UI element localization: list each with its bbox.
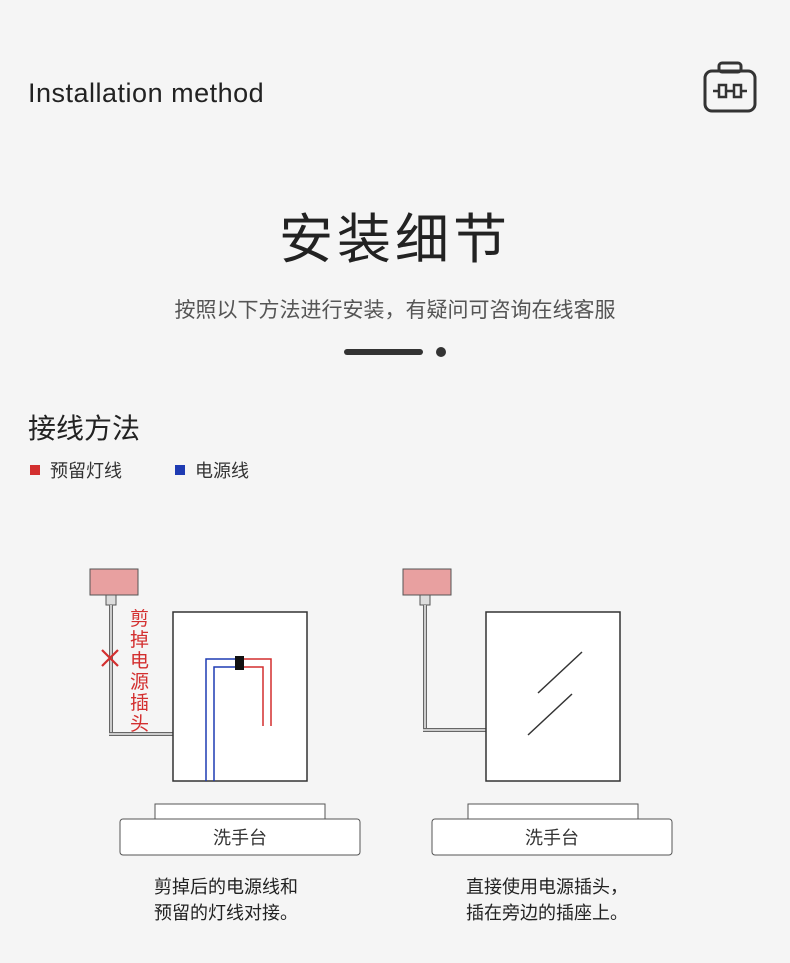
sink-label: 洗手台	[525, 828, 579, 849]
annotation-char: 源	[130, 671, 149, 693]
legend-label: 电源线	[195, 461, 249, 482]
sink-top	[467, 803, 639, 821]
sink-counter	[431, 818, 673, 856]
title-divider	[344, 347, 446, 357]
caption-line: 剪掉后的电源线和	[154, 877, 298, 898]
cut-mark-icon	[101, 649, 119, 667]
left-diagram: 剪 掉 电 源 插 头 洗手台	[89, 568, 361, 856]
mirror-reflection	[537, 651, 583, 694]
caption-right: 直接使用电源插头， 插在旁边的插座上。	[466, 875, 726, 927]
caption-line: 插在旁边的插座上。	[466, 903, 628, 924]
power-wire	[205, 658, 238, 781]
mirror	[485, 611, 621, 782]
header-title: Installation method	[28, 78, 265, 108]
sink-counter	[119, 818, 361, 856]
annotation-char: 头	[130, 713, 149, 735]
toolbox-icon	[703, 61, 757, 113]
caption-line: 预留的灯线对接。	[154, 903, 298, 924]
legend-swatch-red	[30, 465, 40, 475]
wall-socket	[89, 568, 139, 596]
annotation-char: 剪	[130, 608, 149, 630]
wire-connector	[235, 656, 244, 670]
legend-item-reserved-wire: 预留灯线	[30, 457, 122, 483]
legend-swatch-blue	[175, 465, 185, 475]
caption-line: 直接使用电源插头，	[466, 877, 628, 898]
wall-socket	[402, 568, 452, 596]
annotation-char: 电	[130, 650, 149, 672]
legend-item-power-wire: 电源线	[175, 457, 249, 483]
annotation-char: 掉	[130, 629, 149, 651]
annotation-char: 插	[130, 692, 149, 714]
subtitle: 按照以下方法进行安装，有疑问可咨询在线客服	[174, 298, 616, 322]
mirror	[172, 611, 308, 782]
caption-left: 剪掉后的电源线和 预留的灯线对接。	[154, 875, 414, 927]
wiring-diagrams: 剪 掉 电 源 插 头 洗手台 洗手台	[89, 568, 673, 856]
reserved-wire	[243, 658, 272, 726]
section-title: 接线方法	[28, 412, 141, 445]
plug	[419, 594, 431, 606]
right-diagram: 洗手台	[402, 568, 673, 856]
main-title: 安装细节	[279, 208, 511, 271]
sink-label: 洗手台	[213, 828, 267, 849]
legend-label: 预留灯线	[50, 461, 122, 482]
plug	[105, 594, 117, 606]
sink-top	[154, 803, 326, 821]
